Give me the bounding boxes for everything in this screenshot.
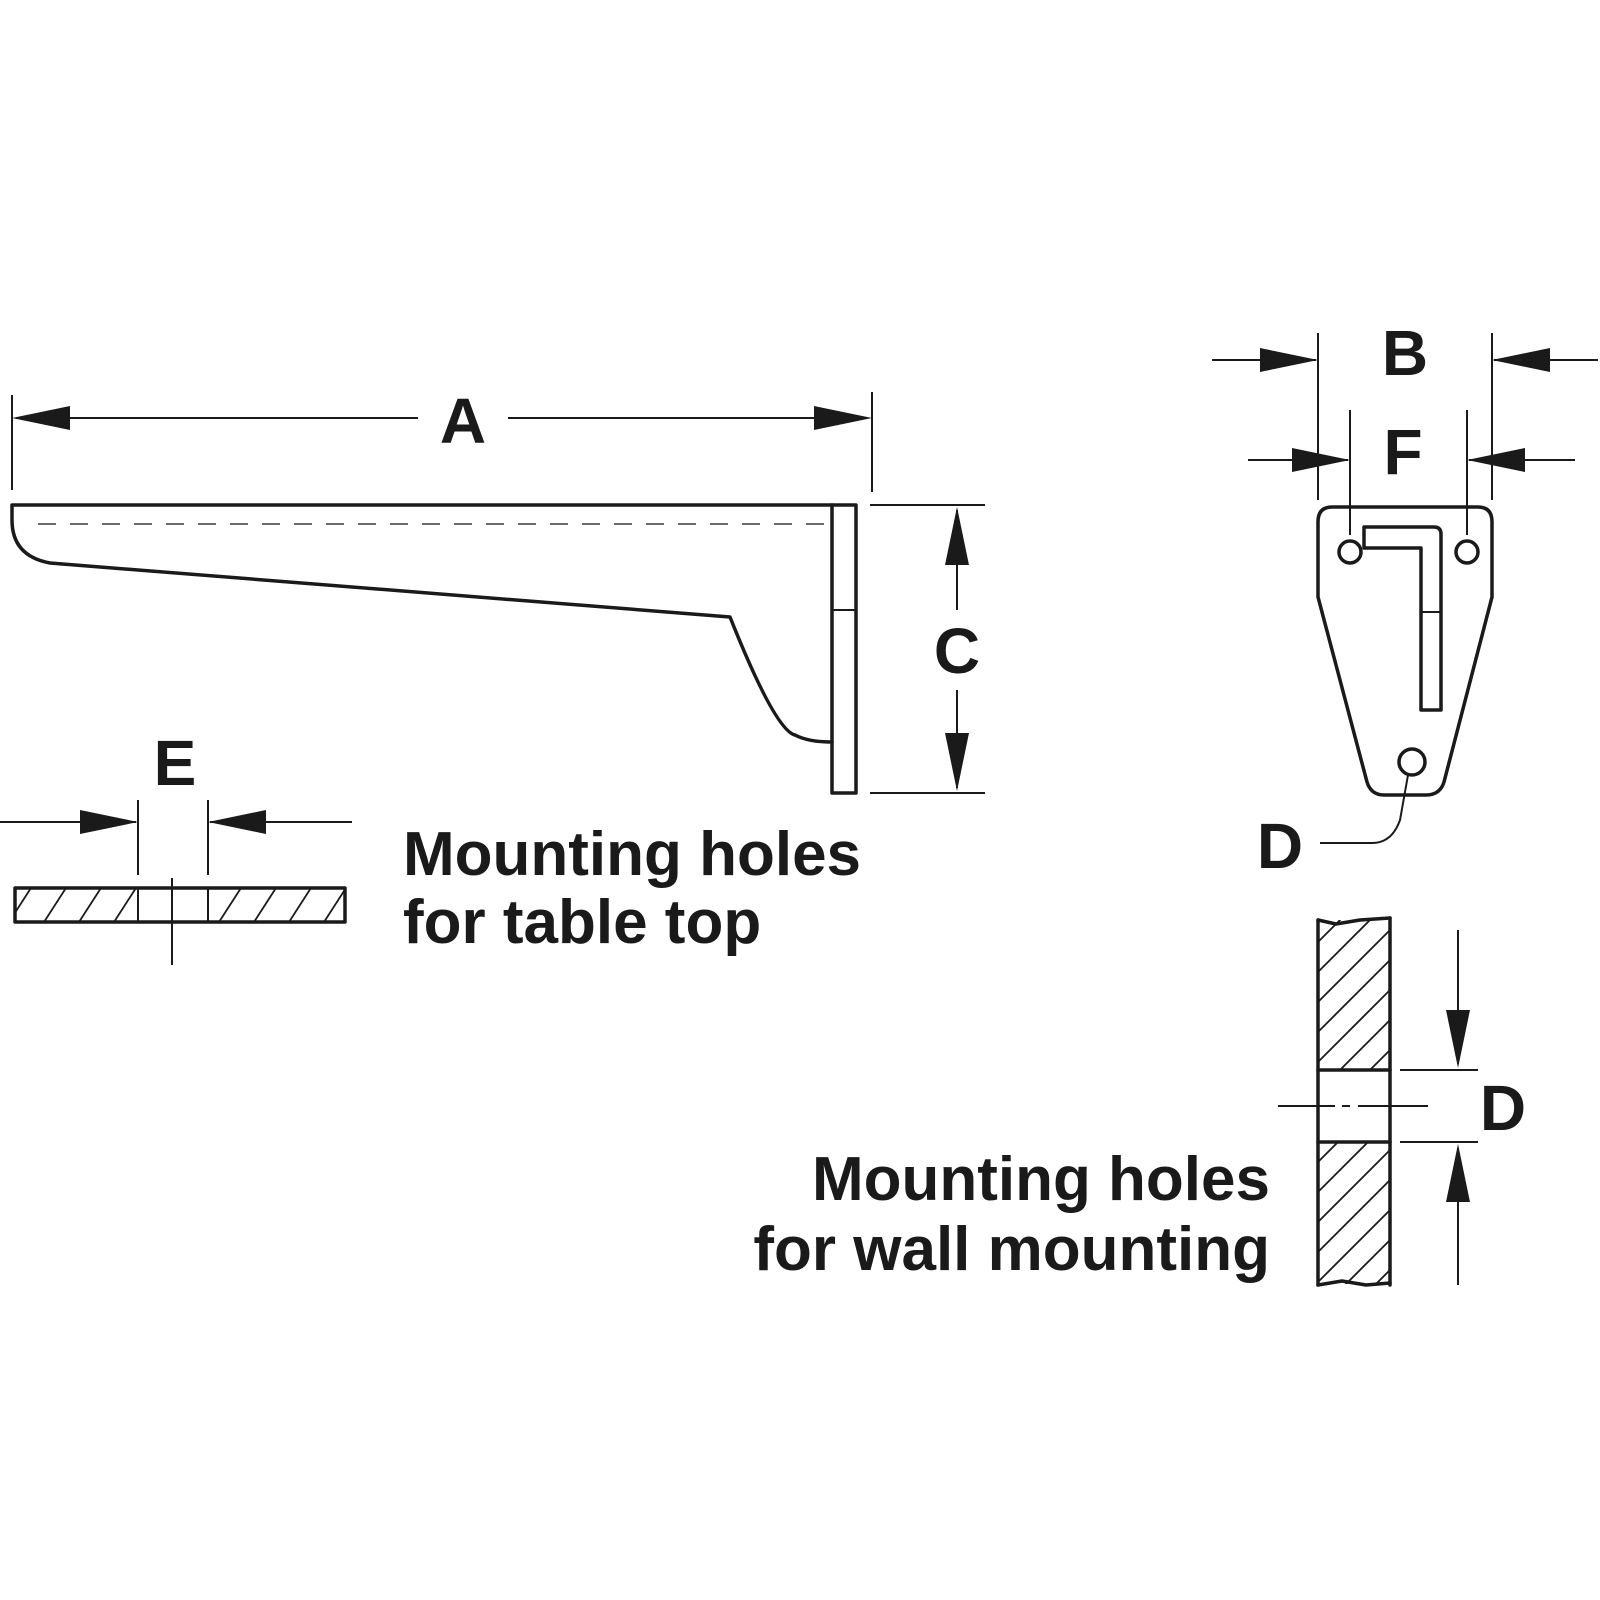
wall-section — [1278, 916, 1428, 1287]
wall-caption-line1: Mounting holes — [812, 1145, 1270, 1214]
dimension-f-label: F — [1383, 416, 1422, 488]
dimension-a-label: A — [440, 385, 486, 457]
dimension-c: C — [870, 504, 985, 794]
table-top-caption-line1: Mounting holes — [403, 820, 861, 889]
dimension-d-section: D — [1400, 930, 1526, 1285]
mounting-hole-right — [1454, 539, 1480, 565]
dimension-e: E — [0, 727, 352, 875]
mounting-hole-bottom — [1397, 747, 1427, 777]
table-top-section — [13, 878, 347, 965]
dimension-f: F — [1248, 410, 1575, 535]
dimension-c-label: C — [934, 615, 980, 687]
bracket-side-view — [10, 503, 858, 795]
table-top-caption-line2: for table top — [403, 888, 761, 957]
dimension-a: A — [11, 385, 873, 492]
wall-caption-line2: for wall mounting — [753, 1215, 1270, 1284]
dimension-b: B — [1212, 317, 1598, 500]
dimension-d-section-label: D — [1480, 1072, 1526, 1144]
mounting-hole-left — [1337, 539, 1363, 565]
dimension-b-label: B — [1382, 317, 1428, 389]
bracket-front-view — [1316, 505, 1494, 797]
dimension-d-leader: D — [1257, 774, 1409, 882]
dimension-e-label: E — [154, 727, 197, 799]
dimension-d-face-label: D — [1257, 810, 1303, 882]
